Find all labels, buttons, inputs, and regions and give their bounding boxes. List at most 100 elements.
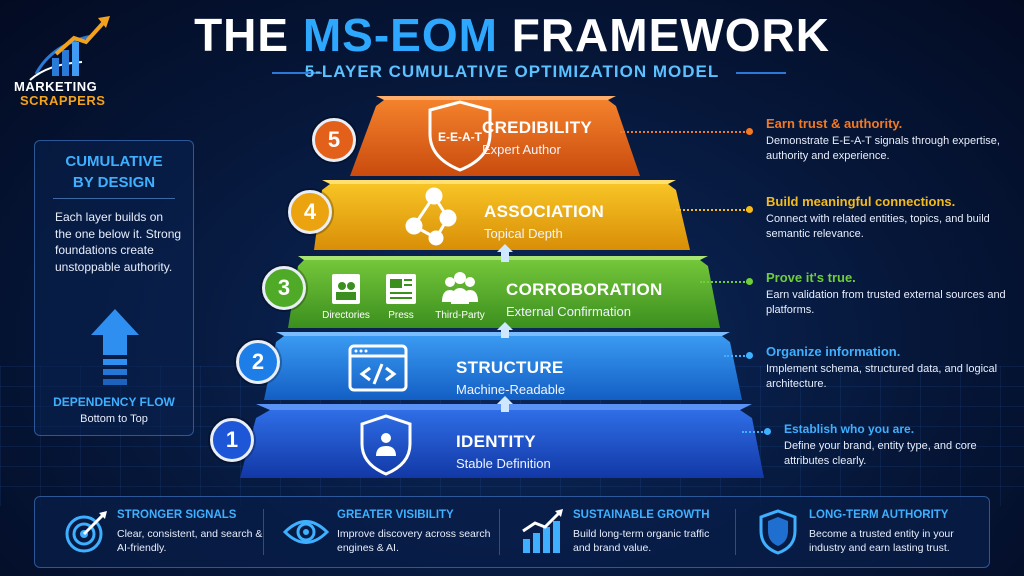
layer-3-label: CORROBORATION External Confirmation [506, 280, 663, 319]
eeat-icon-text: E-E-A-T [438, 130, 483, 144]
panel-body: Each layer builds on the one below it. S… [55, 210, 182, 274]
layer-2-title: STRUCTURE [456, 358, 564, 377]
benefit-greater-visibility: GREATER VISIBILITY Improve discovery acr… [283, 497, 513, 567]
desc-identity-title: Establish who you are. [784, 422, 915, 436]
directories-icon [332, 274, 360, 304]
benefit-4-title: LONG-TERM AUTHORITY [809, 509, 949, 521]
subtitle-rule-right [736, 72, 786, 74]
cumulative-panel: CUMULATIVE BY DESIGN Each layer builds o… [34, 140, 194, 436]
shield-icon [759, 509, 797, 555]
desc-corroboration: Prove it's true. Earn validation from tr… [766, 270, 1006, 318]
up-arrow-icon [91, 309, 139, 385]
connector-2 [724, 355, 748, 357]
title-highlight: MS-EOM [302, 9, 498, 61]
layer-association [314, 180, 690, 250]
third-party-icon [442, 272, 478, 304]
connector-1 [742, 431, 766, 433]
code-window-icon [348, 344, 408, 392]
flow-arrows [497, 244, 513, 412]
desc-credibility-title: Earn trust & authority. [766, 116, 903, 131]
eeat-shield-icon: E-E-A-T [428, 100, 492, 172]
desc-credibility-text: Demonstrate E-E-A-T signals through expe… [766, 135, 1000, 162]
layer-5-number: 5 [312, 118, 356, 162]
page-subtitle: 5-LAYER CUMULATIVE OPTIMIZATION MODEL [304, 62, 720, 81]
press-icon [386, 274, 416, 304]
brand-name: MARKETING SCRAPPERS [14, 80, 105, 108]
connector-2-dot [746, 352, 753, 359]
layer-3-title: CORROBORATION [506, 280, 663, 299]
benefit-long-term-authority: LONG-TERM AUTHORITY Become a trusted ent… [755, 497, 985, 567]
desc-credibility: Earn trust & authority. Demonstrate E-E-… [766, 116, 1006, 164]
layer-3-subtitle: External Confirmation [506, 304, 631, 319]
subtitle-rule-left [272, 72, 322, 74]
layer-2-number: 2 [236, 340, 280, 384]
panel-divider [53, 198, 175, 199]
target-icon [65, 511, 107, 553]
connector-3 [700, 281, 748, 283]
desc-association: Build meaningful connections. Connect wi… [766, 194, 1006, 242]
network-nodes-icon [405, 187, 457, 246]
benefit-4-text: Become a trusted entity in your industry… [809, 528, 954, 554]
desc-corroboration-text: Earn validation from trusted external so… [766, 289, 1006, 316]
desc-structure: Organize information. Implement schema, … [766, 344, 1006, 392]
layer-4-title: ASSOCIATION [484, 202, 605, 221]
source-label-directories: Directories [322, 310, 370, 321]
eye-icon [283, 520, 329, 544]
panel-title-line-1: CUMULATIVE [65, 153, 163, 170]
benefit-separator [735, 509, 736, 555]
connector-1-dot [764, 428, 771, 435]
brand-line-2: SCRAPPERS [20, 93, 106, 108]
source-label-third-party: Third-Party [435, 310, 485, 321]
layer-2-label: STRUCTURE Machine-Readable [456, 358, 565, 397]
connector-4-dot [746, 206, 753, 213]
connector-3-dot [746, 278, 753, 285]
dependency-flow-subtitle: Bottom to Top [80, 413, 148, 425]
layer-1-subtitle: Stable Definition [456, 456, 551, 471]
user-shield-icon [360, 414, 412, 476]
benefit-1-text: Clear, consistent, and search & AI-frien… [117, 528, 263, 554]
brand-line-1: MARKETING [14, 79, 98, 94]
source-label-press: Press [388, 310, 414, 321]
layer-5-label: CREDIBILITY Expert Author [482, 118, 592, 157]
layer-5-title: CREDIBILITY [482, 118, 593, 137]
layer-1-title: IDENTITY [456, 432, 536, 451]
desc-identity: Establish who you are. Define your brand… [784, 422, 1004, 469]
marketing-scrappers-logo [29, 16, 110, 81]
layer-1-number: 1 [210, 418, 254, 462]
benefit-3-title: SUSTAINABLE GROWTH [573, 509, 710, 521]
desc-structure-title: Organize information. [766, 344, 901, 359]
panel-title-line-2: BY DESIGN [72, 174, 156, 191]
benefit-2-title: GREATER VISIBILITY [337, 509, 454, 521]
benefit-stronger-signals: STRONGER SIGNALS Clear, consistent, and … [63, 497, 283, 567]
desc-identity-text: Define your brand, entity type, and core… [784, 440, 977, 467]
layer-4-subtitle: Topical Depth [484, 226, 563, 241]
growth-chart-icon [522, 509, 563, 553]
connector-4 [676, 209, 748, 211]
benefit-2-text: Improve discovery across search engines … [337, 528, 491, 554]
desc-association-title: Build meaningful connections. [766, 194, 956, 209]
benefit-sustainable-growth: SUSTAINABLE GROWTH Build long-term organ… [519, 497, 749, 567]
desc-structure-text: Implement schema, structured data, and l… [766, 363, 998, 390]
title-suffix: FRAMEWORK [497, 9, 830, 61]
layer-4-number: 4 [288, 190, 332, 234]
layer-3-number: 3 [262, 266, 306, 310]
layer-1-label: IDENTITY Stable Definition [456, 432, 551, 471]
benefit-1-title: STRONGER SIGNALS [117, 509, 237, 521]
page-title: THE MS-EOM FRAMEWORK [0, 8, 1024, 62]
layer-5-subtitle: Expert Author [482, 142, 561, 157]
benefit-separator [499, 509, 500, 555]
title-prefix: THE [194, 9, 303, 61]
panel-title: CUMULATIVE BY DESIGN [35, 151, 193, 193]
dependency-flow-title: DEPENDENCY FLOW [53, 395, 175, 409]
benefit-separator [263, 509, 264, 555]
desc-corroboration-title: Prove it's true. [766, 270, 856, 285]
layer-4-label: ASSOCIATION Topical Depth [484, 202, 604, 241]
desc-association-text: Connect with related entities, topics, a… [766, 213, 990, 240]
layer-2-subtitle: Machine-Readable [456, 382, 566, 397]
connector-5-dot [746, 128, 753, 135]
connector-5 [620, 131, 748, 133]
layer-credibility [350, 96, 640, 176]
benefit-3-text: Build long-term organic traffic and bran… [573, 528, 710, 554]
benefits-bar: STRONGER SIGNALS Clear, consistent, and … [34, 496, 990, 568]
